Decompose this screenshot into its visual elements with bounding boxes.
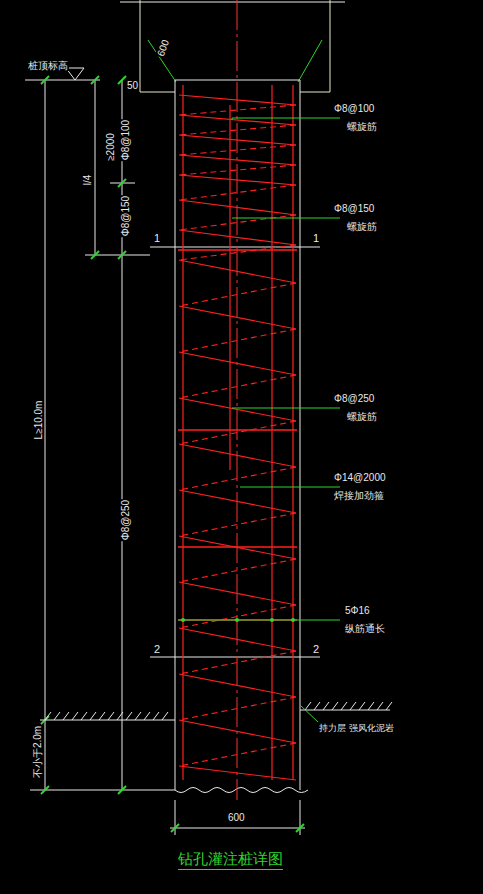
spiral-stroke <box>179 582 296 605</box>
drawing-label: Φ8@100 <box>333 103 375 114</box>
spiral-stroke <box>179 165 296 175</box>
spiral-stroke <box>179 536 296 559</box>
spiral-stroke <box>179 200 296 215</box>
drawing-label: Φ14@2000 <box>333 472 387 483</box>
spiral-stroke <box>179 421 296 444</box>
spiral-stroke <box>179 352 296 375</box>
drawing-label: 5Φ16 <box>344 605 371 616</box>
drawing-label: Φ8@150 <box>120 195 131 237</box>
spiral-stroke <box>179 95 296 105</box>
drawing-label: 不小于2.0m <box>32 725 43 779</box>
ground-hatch <box>135 712 141 720</box>
ground-hatch <box>359 702 365 710</box>
spiral-stroke <box>179 145 296 155</box>
ground-hatch <box>350 702 356 710</box>
drawing-label: 50 <box>126 80 139 91</box>
ground-hatch <box>305 702 311 710</box>
drawing-label: 1 <box>153 232 161 244</box>
drawing-label: 600 <box>155 37 172 58</box>
ground-hatch <box>144 712 150 720</box>
ground-hatch <box>63 712 69 720</box>
spiral-stroke <box>179 398 296 421</box>
drawing-label: 纵筋通长 <box>344 623 386 634</box>
spiral-stroke <box>179 674 296 697</box>
ground-hatch <box>108 712 114 720</box>
ground-hatch <box>45 712 51 720</box>
spiral-stroke <box>179 605 296 628</box>
ground-hatch <box>72 712 78 720</box>
drawing-label: 螺旋筋 <box>346 121 378 132</box>
spiral-stroke <box>179 559 296 582</box>
spiral-stroke <box>179 175 296 185</box>
spiral-stroke <box>179 115 296 125</box>
drawing-label: Φ8@100 <box>120 119 131 161</box>
ground-hatch <box>368 702 374 710</box>
drawing-label: 2 <box>153 643 161 655</box>
drawing-label: 桩顶标高 <box>27 60 69 71</box>
drawing-label: L≥10.0m <box>33 400 44 441</box>
ground-hatch <box>99 712 105 720</box>
drawing-label: 持力层 强风化泥岩 <box>318 724 395 734</box>
spiral-stroke <box>179 260 296 283</box>
drawing-label: 螺旋筋 <box>346 221 378 232</box>
spiral-stroke <box>179 651 296 674</box>
ground-hatch <box>386 702 392 710</box>
spiral-stroke <box>179 329 296 352</box>
spiral-stroke <box>179 720 296 743</box>
spiral-stroke <box>179 245 296 260</box>
ground-hatch <box>323 702 329 710</box>
spiral-stroke <box>179 215 296 230</box>
ground-hatch <box>162 712 168 720</box>
ground-hatch <box>153 712 159 720</box>
spiral-stroke <box>179 628 296 651</box>
drawing-label: ≥2000 <box>105 132 116 162</box>
spiral-stroke <box>179 230 296 245</box>
spiral-stroke <box>179 697 296 720</box>
ground-hatch <box>126 712 132 720</box>
spiral-stroke <box>179 155 296 165</box>
spiral-stroke <box>179 283 296 306</box>
spiral-stroke <box>179 306 296 329</box>
spiral-stroke <box>179 135 296 145</box>
drawing-label: Φ8@250 <box>120 499 131 541</box>
drawing-caption: 钻孔灌注桩详图 <box>178 850 283 870</box>
drawing-label: 焊接加劲箍 <box>333 490 385 501</box>
ground-hatch <box>341 702 347 710</box>
drawing-label: 螺旋筋 <box>346 411 378 422</box>
drawing-label: 2 <box>312 643 320 655</box>
ground-hatch <box>54 712 60 720</box>
spiral-stroke <box>179 444 296 467</box>
spiral-stroke <box>179 513 296 536</box>
spiral-stroke <box>179 375 296 398</box>
drawing-label: 1 <box>312 232 320 244</box>
drawing-label: Φ8@250 <box>333 393 375 404</box>
spiral-stroke <box>179 105 296 115</box>
ground-hatch <box>377 702 383 710</box>
spiral-stroke <box>179 766 296 780</box>
ground-hatch <box>117 712 123 720</box>
spiral-stroke <box>179 490 296 513</box>
drawing-label: l/4 <box>82 174 93 187</box>
spiral-stroke <box>179 743 296 766</box>
spiral-stroke <box>179 185 296 200</box>
ground-hatch <box>314 702 320 710</box>
ground-hatch <box>81 712 87 720</box>
drawing-label: Φ8@150 <box>333 203 375 214</box>
ground-hatch <box>332 702 338 710</box>
drawing-label: 600 <box>227 812 246 823</box>
ground-hatch <box>90 712 96 720</box>
spiral-stroke <box>179 125 296 135</box>
